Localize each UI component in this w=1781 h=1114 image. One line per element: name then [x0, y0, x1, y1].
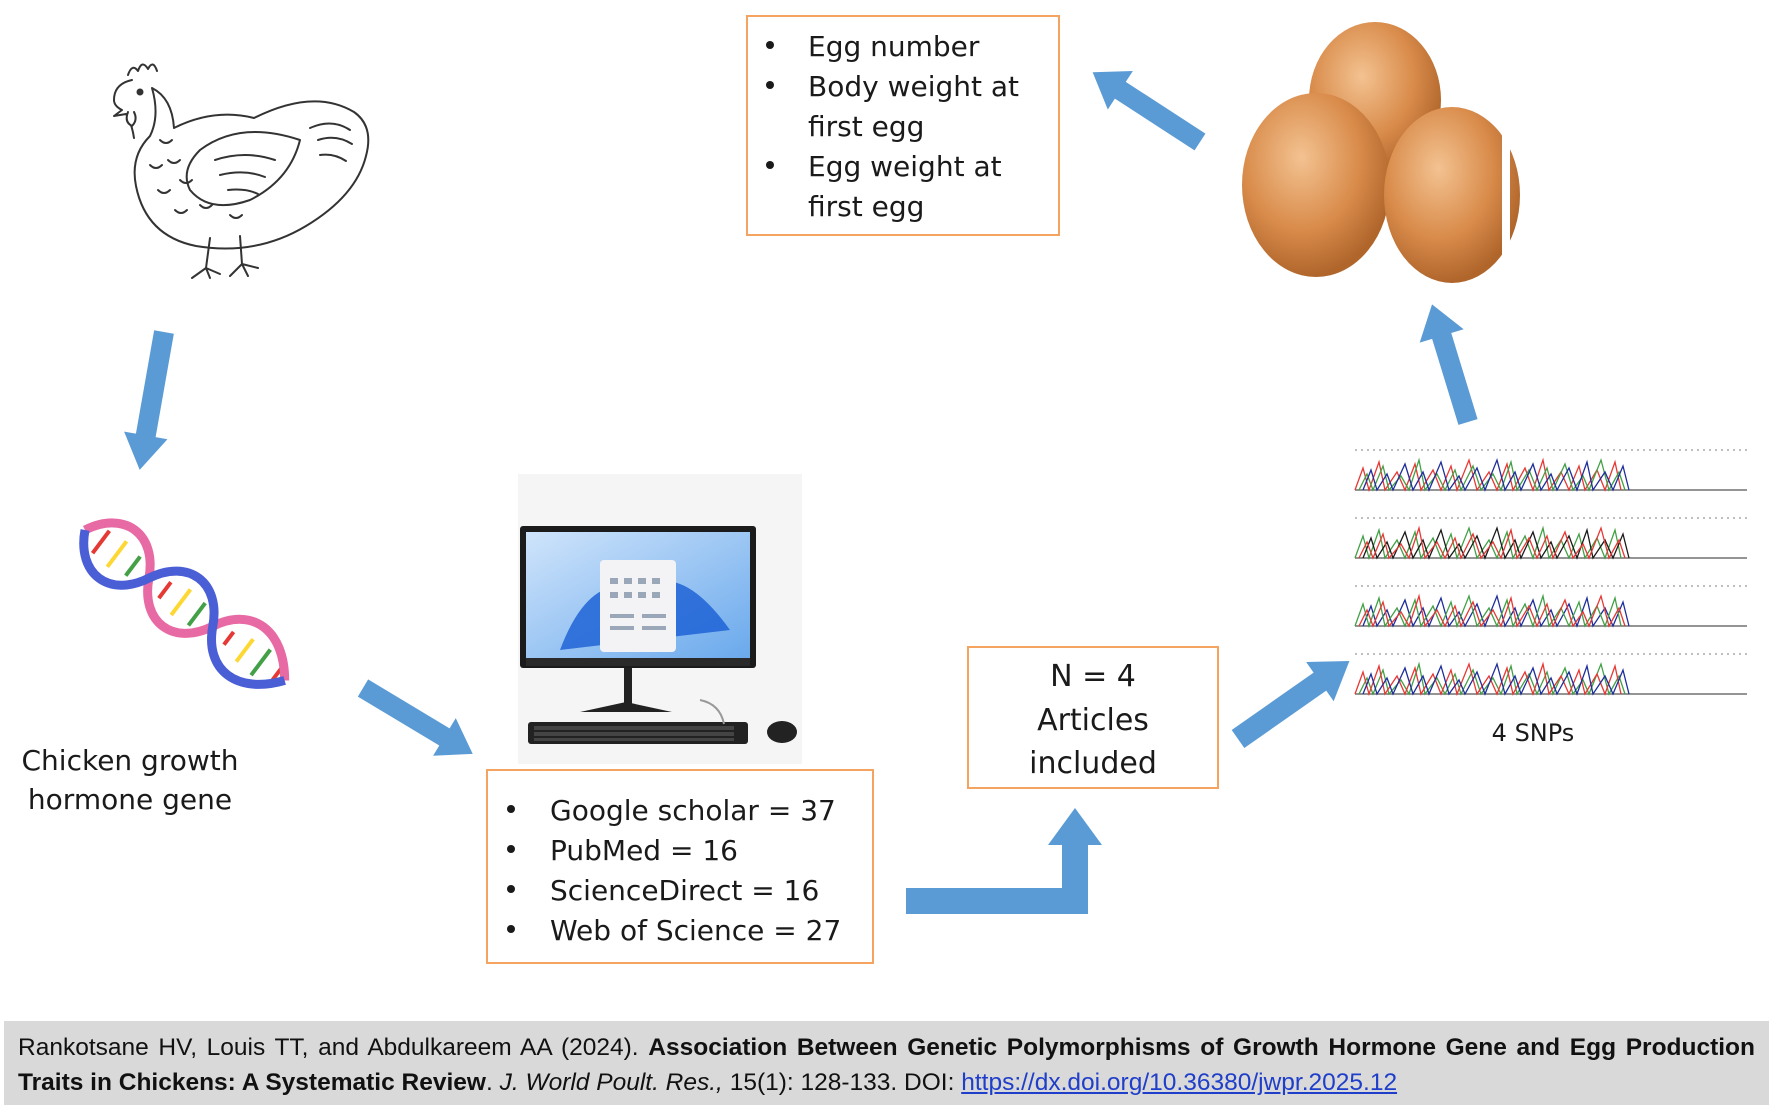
- arrow-search-to-articles: [906, 808, 1102, 914]
- bullet: [507, 805, 515, 813]
- arrow-articles-to-snps: [1231, 660, 1350, 749]
- result-line: Articles: [1037, 703, 1149, 738]
- traits-item-line: Egg number: [808, 30, 980, 63]
- result-line: N = 4: [1050, 659, 1136, 694]
- arrow-gene-to-search: [357, 679, 473, 756]
- eggs-image: [1242, 22, 1520, 295]
- citation-title: Association Between Genetic Polymorphism…: [18, 1034, 1755, 1096]
- arrow-eggs-to-traits: [1092, 70, 1206, 151]
- bullet: [507, 925, 515, 933]
- result-text: N = 4 Articles included: [1029, 659, 1157, 781]
- source-box: [486, 769, 874, 964]
- result-line: included: [1029, 746, 1157, 781]
- bullet: [766, 41, 774, 49]
- chromatogram-row: [1354, 585, 1747, 629]
- source-item: PubMed = 16: [550, 834, 738, 867]
- chromatogram-row: [1354, 517, 1747, 561]
- citation-title-end: .: [485, 1069, 493, 1096]
- source-item: ScienceDirect = 16: [550, 874, 819, 907]
- hen-illustration: [113, 63, 370, 279]
- arrow-hen-to-gene: [124, 330, 174, 470]
- traits-item-line: first egg: [808, 110, 924, 143]
- bullet: [766, 81, 774, 89]
- dna-icon: [79, 518, 290, 689]
- citation: Rankotsane HV, Louis TT, and Abdulkareem…: [4, 1021, 1769, 1105]
- citation-volume: 15(1): 128-133. DOI:: [729, 1069, 955, 1096]
- doi-link[interactable]: https://dx.doi.org/10.36380/jwpr.2025.12: [961, 1069, 1398, 1096]
- traits-item-line: first egg: [808, 190, 924, 223]
- gene-label-line: hormone gene: [28, 783, 232, 816]
- bullet: [507, 885, 515, 893]
- traits-item-line: Egg weight at: [808, 150, 1002, 183]
- workflow-diagram: Egg number Body weight at first egg Egg …: [22, 15, 1747, 964]
- arrow-snps-to-eggs: [1419, 304, 1478, 425]
- traits-list: Egg number Body weight at first egg Egg …: [766, 30, 1019, 223]
- result-box: [967, 646, 1219, 789]
- bullet: [507, 845, 515, 853]
- snp-label: 4 SNPs: [1492, 719, 1575, 747]
- citation-journal: J. World Poult. Res.,: [499, 1069, 723, 1096]
- chromatogram-image: [1354, 449, 1747, 697]
- chromatogram-row: [1354, 449, 1747, 493]
- chromatogram-row: [1354, 653, 1747, 697]
- gene-label-line: Chicken growth: [22, 744, 239, 777]
- traits-item-line: Body weight at: [808, 70, 1019, 103]
- computer-icon: [518, 474, 802, 764]
- traits-box: [746, 15, 1060, 236]
- citation-authors: Rankotsane HV, Louis TT, and Abdulkareem…: [18, 1034, 639, 1061]
- source-item: Google scholar = 37: [550, 794, 836, 827]
- source-list: Google scholar = 37 PubMed = 16 ScienceD…: [507, 794, 841, 947]
- gene-label: Chicken growth hormone gene: [22, 744, 239, 816]
- source-item: Web of Science = 27: [550, 914, 841, 947]
- bullet: [766, 161, 774, 169]
